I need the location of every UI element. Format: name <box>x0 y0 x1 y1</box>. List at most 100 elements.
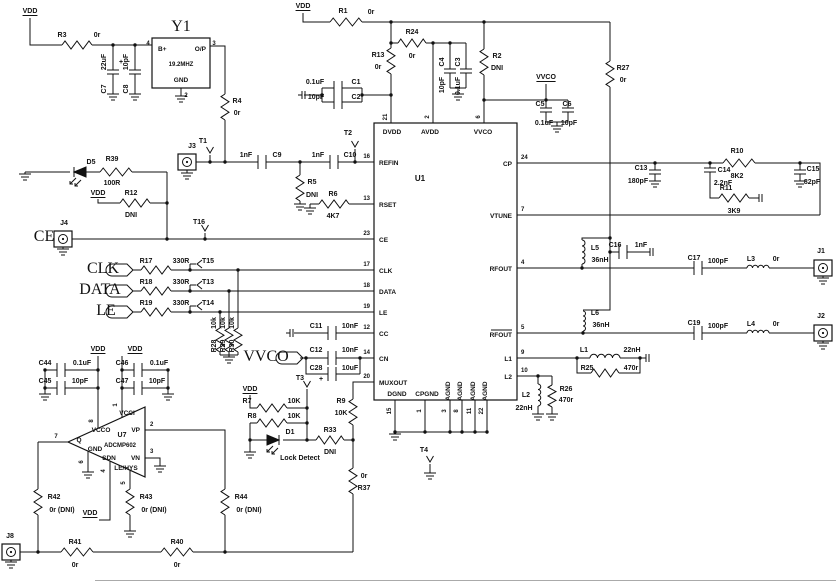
resistor-symbol <box>99 167 133 177</box>
label-1: 1 <box>113 403 119 407</box>
label-10pf: 10pF <box>308 94 325 101</box>
label-2: 2 <box>425 115 431 119</box>
label-c16: C16 <box>609 242 622 249</box>
label-rfout: RFOUT <box>490 332 512 339</box>
label-10nf: 10nF <box>342 323 359 330</box>
label-b+: B+ <box>158 46 167 53</box>
label-r28: R28 <box>211 339 218 352</box>
label-4: 4 <box>101 469 107 473</box>
label-36nh: 36nH <box>591 257 608 264</box>
capacitor-symbol <box>329 155 339 169</box>
label-r10: R10 <box>731 148 744 155</box>
test-point-symbol <box>201 224 209 232</box>
label-0r: 0r <box>773 321 780 328</box>
ground-via-symbol <box>646 248 654 256</box>
junction-dot <box>485 430 489 434</box>
test-point-symbol <box>196 280 203 290</box>
label-t3: T3 <box>296 375 304 382</box>
junction-dot <box>203 237 207 241</box>
sma-connector <box>813 324 833 342</box>
connector-pin <box>185 160 189 164</box>
junction-dot <box>166 386 170 390</box>
junction-dot <box>248 438 252 442</box>
ground-symbol <box>162 393 174 401</box>
capacitor-symbol <box>460 68 472 74</box>
label-r18: R18 <box>140 279 153 286</box>
ground-symbol <box>649 180 661 188</box>
label-100pf: 100pF <box>708 323 729 330</box>
junction-dot <box>544 98 548 102</box>
ground-symbol <box>294 203 306 211</box>
component-symbols <box>1 17 833 569</box>
label-r27: R27 <box>617 65 630 72</box>
test-point-symbol <box>206 146 214 154</box>
connector-pin <box>821 266 825 270</box>
label-t4: T4 <box>420 447 428 454</box>
label-+: + <box>319 376 323 383</box>
resistor-symbol <box>590 368 620 378</box>
label-vvco: VVCO <box>474 129 492 136</box>
label-l2: L2 <box>504 374 512 381</box>
label-13: 13 <box>363 196 370 202</box>
label-j1: J1 <box>817 248 825 255</box>
test-point-symbol <box>196 301 203 311</box>
test-point-symbol <box>303 380 311 388</box>
ground-via-symbol <box>642 354 650 362</box>
label-22nh: 22nH <box>515 405 532 412</box>
label-18: 18 <box>363 283 370 289</box>
inductor-symbol <box>589 353 621 359</box>
junction-dot <box>536 374 540 378</box>
led-emission-arrows <box>69 177 82 187</box>
ground-symbol <box>129 93 141 101</box>
label-r2: R2 <box>493 53 502 60</box>
label-10pf: 10pF <box>72 378 89 385</box>
label-4: 4 <box>521 260 525 266</box>
label-j8: J8 <box>6 533 14 540</box>
junction-dot <box>188 268 192 272</box>
label-21: 21 <box>383 113 389 120</box>
connector-ring <box>6 547 16 557</box>
label-10k: 10k <box>229 317 236 329</box>
label-dni: DNI <box>324 449 336 456</box>
label-r40: R40 <box>171 539 184 546</box>
label-r9: R9 <box>337 398 346 405</box>
label-3k9: 3K9 <box>728 208 741 215</box>
label-c3: C3 <box>455 57 462 66</box>
label-vtune: VTUNE <box>490 213 513 220</box>
junction-dot <box>305 438 309 442</box>
label-le/hys: LE/HYS <box>114 465 138 472</box>
inductor-symbol <box>746 329 770 334</box>
led-symbol <box>266 434 281 446</box>
label-15: 15 <box>387 407 393 414</box>
junction-dot <box>223 160 227 164</box>
label-22: 22 <box>479 407 485 414</box>
resistor-symbol <box>33 488 43 516</box>
ground-via-symbol <box>755 194 763 202</box>
label-vdd: VDD <box>91 190 106 197</box>
led-symbol <box>72 166 87 178</box>
resistor-symbol <box>718 193 750 203</box>
capacitor-symbol <box>794 169 806 175</box>
inductor-symbol <box>746 264 770 269</box>
resistor-symbol <box>348 398 358 426</box>
junction-dot <box>448 430 452 434</box>
label-o/p: O/P <box>195 46 207 53</box>
label-0r: 0r <box>773 256 780 263</box>
label-r29: R29 <box>220 339 227 352</box>
junction-dot <box>482 98 486 102</box>
junction-dot <box>393 430 397 434</box>
junction-dot <box>575 356 579 360</box>
label-0r: 0r <box>94 32 101 39</box>
label-19: 19 <box>363 304 370 310</box>
connector-pin <box>821 331 825 335</box>
resistor-symbol <box>160 547 194 557</box>
label-7: 7 <box>54 434 58 440</box>
label-data: DATA <box>79 281 121 298</box>
label-l4: L4 <box>747 321 755 328</box>
ground-symbol <box>57 248 69 256</box>
label-0r: 0r <box>234 110 241 117</box>
junction-dot <box>351 438 355 442</box>
label-8: 8 <box>454 409 460 413</box>
resistor-symbol <box>397 38 427 48</box>
